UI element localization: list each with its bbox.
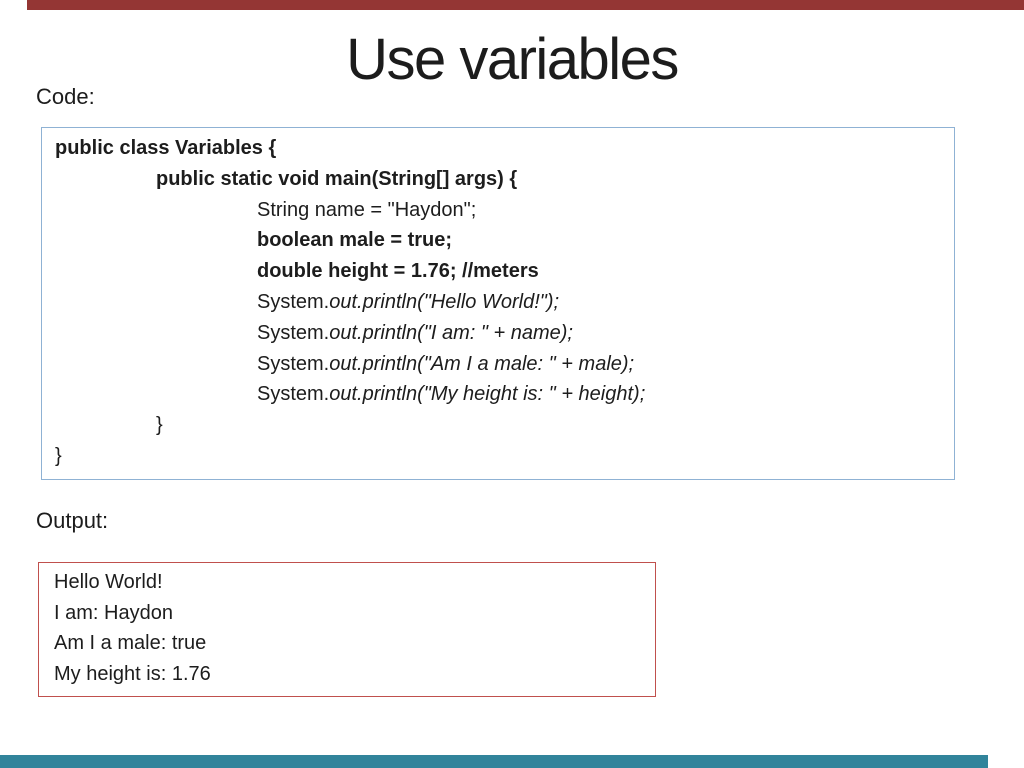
code-line: System.out.println("I am: " + name); xyxy=(55,318,948,349)
output-section-label: Output: xyxy=(36,508,109,533)
code-line: System.out.println("Am I a male: " + mal… xyxy=(55,349,948,380)
output-line: Hello World! xyxy=(54,571,163,593)
output-line: Am I a male: true xyxy=(54,632,207,655)
code-section-label: Code: xyxy=(36,84,95,109)
code-line: boolean male = true; xyxy=(55,225,948,256)
code-line: public static void main(String[] args) { xyxy=(55,164,948,195)
bottom-accent-bar xyxy=(0,755,988,768)
code-box: public class Variables { public static vo… xyxy=(41,127,955,480)
code-line-text: String name = "Haydon"; xyxy=(257,198,477,221)
code-line-text: System. xyxy=(257,290,330,313)
code-line-text: System. xyxy=(257,352,330,375)
code-line-text: } xyxy=(55,444,62,467)
output-box: Hello World! I am: Haydon Am I a male: tru… xyxy=(38,562,656,697)
code-line: } xyxy=(55,441,948,472)
code-line-text: boolean male = true; xyxy=(257,229,453,252)
code-line: } xyxy=(55,410,948,441)
code-line-italic-text: out.println("Am I a male: " + male); xyxy=(329,352,635,375)
code-line: String name = "Haydon"; xyxy=(55,195,948,226)
code-line: public class Variables { xyxy=(55,133,948,164)
code-line-italic-text: out.println("My height is: " + height); xyxy=(329,383,646,406)
code-line-italic-text: out.println("I am: " + name); xyxy=(329,321,573,344)
code-line-text: public class Variables { xyxy=(55,137,277,159)
code-line-text: public static void main(String[] args) { xyxy=(156,167,518,190)
output-line: My height is: 1.76 xyxy=(54,663,211,686)
code-line-text: System. xyxy=(257,383,330,406)
code-line-italic-text: out.println("Hello World!"); xyxy=(329,290,560,313)
code-line: double height = 1.76; //meters xyxy=(55,256,948,287)
output-line: I am: Haydon xyxy=(54,601,173,624)
code-line: System.out.println("My height is: " + he… xyxy=(55,379,948,410)
code-line-text: double height = 1.76; //meters xyxy=(257,260,539,283)
code-line-text: } xyxy=(156,414,163,437)
code-line: System.out.println("Hello World!"); xyxy=(55,287,948,318)
code-line-text: System. xyxy=(257,321,330,344)
slide-title: Use variables xyxy=(346,27,679,92)
top-accent-bar xyxy=(27,0,1024,10)
